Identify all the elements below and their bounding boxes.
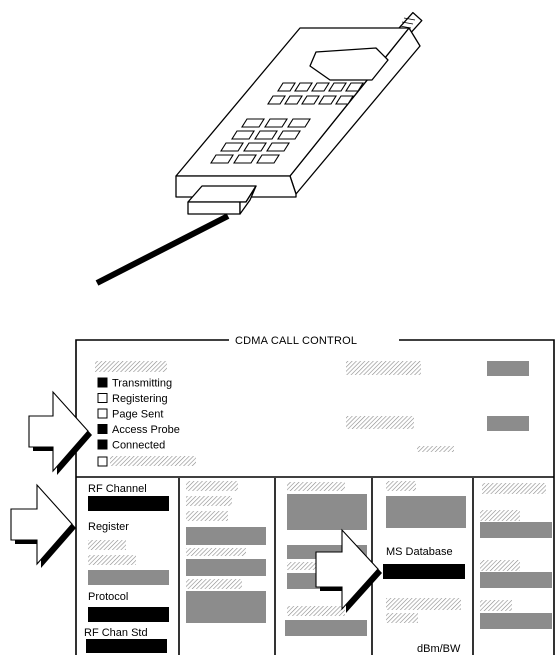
phone-connector-side — [239, 185, 257, 215]
value-bar — [487, 361, 529, 376]
checkbox-icon — [97, 456, 108, 467]
status-label: Connected — [112, 440, 165, 452]
keypad-key — [287, 118, 311, 128]
keypad-key — [264, 118, 288, 128]
protocol-value — [88, 607, 169, 622]
label-placeholder — [110, 456, 196, 466]
value-placeholder — [346, 361, 421, 375]
status-label: Transmitting — [112, 378, 172, 390]
rf-chan-std-value — [86, 639, 167, 653]
cable-line — [95, 213, 230, 286]
pointer-arrow-icon — [10, 483, 76, 568]
register-value — [88, 570, 169, 585]
keypad-key — [277, 130, 301, 140]
call-control-panel: CDMA CALL CONTROL — [75, 335, 555, 655]
upper-section-fields — [95, 361, 529, 452]
keypad-key — [284, 95, 303, 105]
lower-column-5 — [480, 483, 552, 629]
keypad-key — [335, 95, 354, 105]
status-item: Transmitting — [97, 377, 172, 390]
checkbox-icon — [97, 393, 108, 403]
ms-database-value — [383, 564, 465, 579]
keypad-key — [256, 154, 280, 164]
keypad-key — [318, 95, 337, 105]
phone-connector-front — [187, 201, 241, 215]
cellular-phone-icon — [175, 11, 423, 215]
status-label: Page Sent — [112, 409, 163, 421]
phone-display — [309, 47, 389, 81]
units-label: dBm/BW — [417, 643, 461, 655]
status-item: Registering — [97, 393, 168, 405]
keypad-key — [254, 130, 278, 140]
keypad-key — [311, 82, 330, 92]
lower-column-4: MS Database dBm/BW — [383, 481, 466, 655]
rf-channel-label: RF Channel — [88, 483, 147, 495]
keypad-key — [301, 95, 320, 105]
phone-keypad — [210, 82, 364, 164]
rf-chan-std-label: RF Chan Std — [84, 627, 148, 639]
keypad-key — [231, 130, 255, 140]
keypad-key — [243, 142, 267, 152]
checkbox-filled-icon — [97, 377, 108, 388]
status-item: Connected — [97, 439, 165, 452]
lower-column-2 — [186, 481, 266, 623]
panel-title: CDMA CALL CONTROL — [235, 335, 357, 347]
checkbox-icon — [97, 408, 108, 419]
rf-channel-value — [88, 496, 169, 511]
keypad-key — [241, 118, 265, 128]
pointer-arrows — [10, 390, 382, 613]
keypad-key — [328, 82, 347, 92]
value-placeholder — [346, 416, 414, 429]
status-item: Page Sent — [97, 408, 163, 421]
checkbox-filled-icon — [97, 424, 108, 434]
keypad-key — [210, 154, 234, 164]
keypad-key — [267, 95, 286, 105]
status-item-blank — [97, 456, 196, 467]
ms-database-label: MS Database — [386, 546, 453, 558]
status-label: Registering — [112, 393, 168, 405]
protocol-label: Protocol — [88, 591, 128, 603]
pointer-arrow-icon — [28, 390, 92, 475]
value-placeholder — [417, 446, 454, 452]
keypad-key — [266, 142, 290, 152]
status-label: Access Probe — [112, 424, 180, 436]
pointer-arrow-icon — [315, 528, 382, 613]
keypad-key — [294, 82, 313, 92]
keypad-key — [233, 154, 257, 164]
keypad-key — [345, 82, 364, 92]
checkbox-filled-icon — [97, 439, 108, 450]
keypad-key — [277, 82, 296, 92]
lower-column-1: RF Channel Register Protocol RF Chan Std — [84, 483, 169, 653]
register-label: Register — [88, 521, 129, 533]
status-item: Access Probe — [97, 424, 180, 436]
value-bar — [487, 416, 529, 431]
keypad-key — [220, 142, 244, 152]
status-heading-placeholder — [95, 361, 167, 372]
